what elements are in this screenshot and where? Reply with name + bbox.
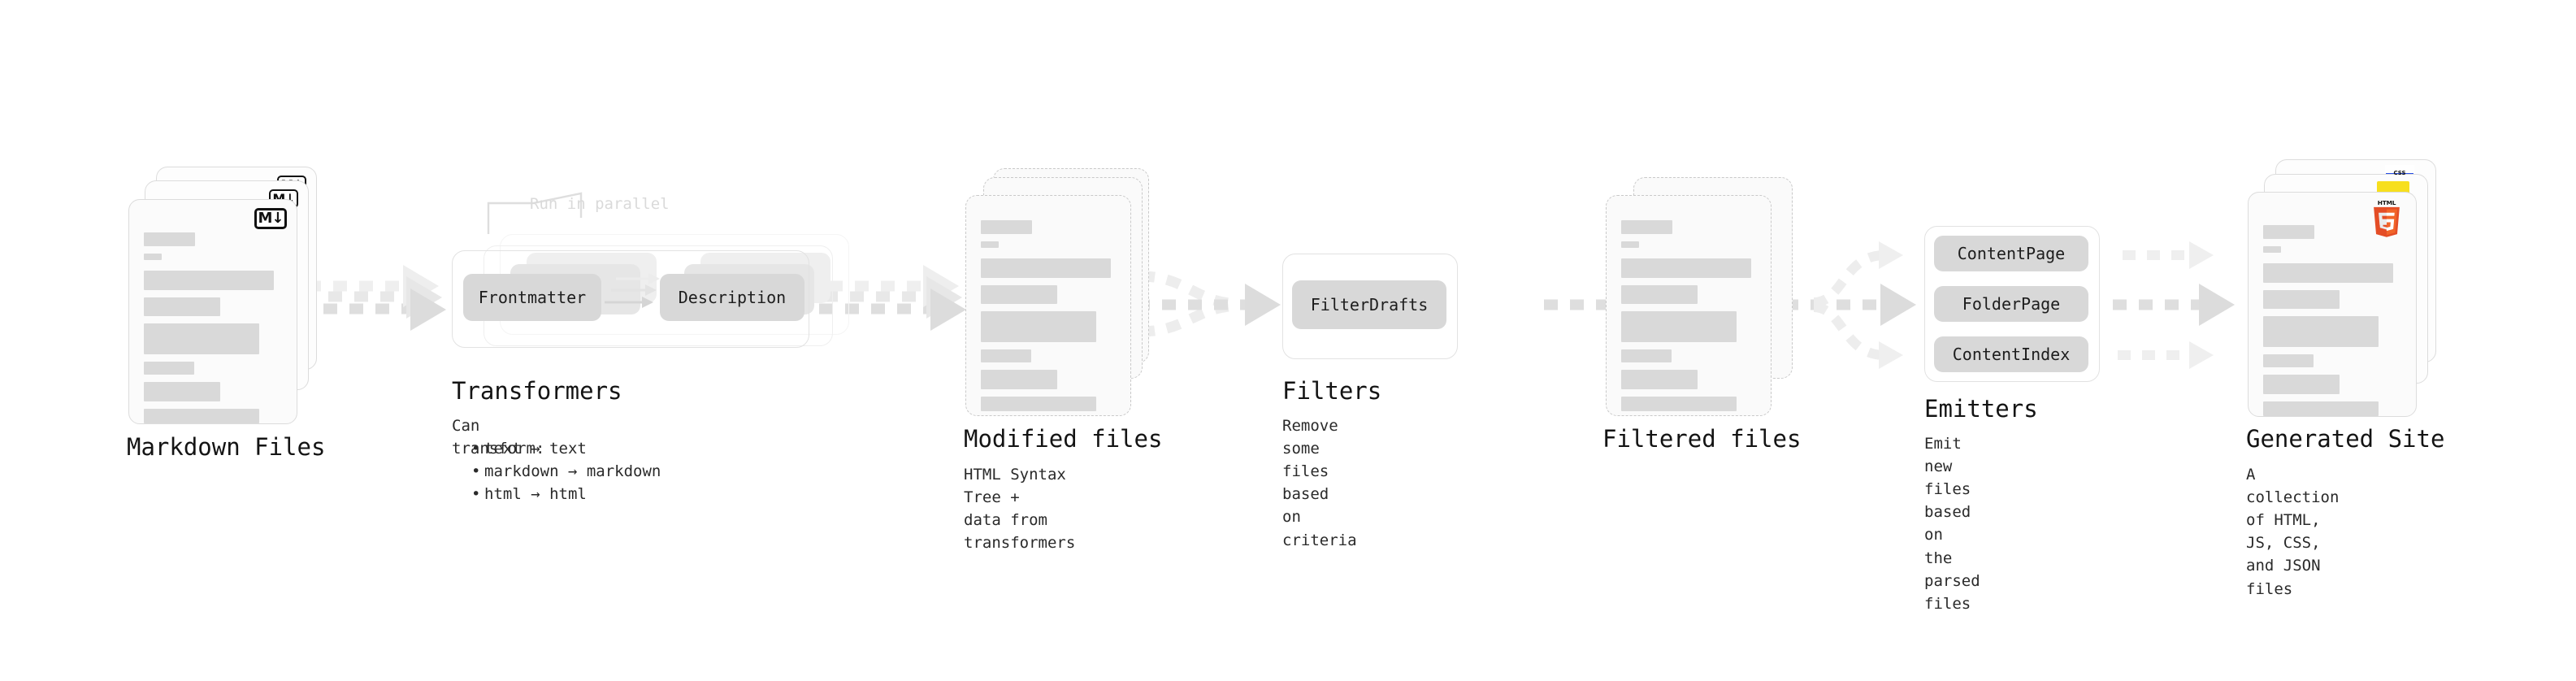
modified-file-card-front[interactable] — [965, 195, 1131, 416]
stage-title-markdown-files: Markdown Files — [127, 433, 326, 461]
stage-title-modified-files: Modified files — [964, 425, 1163, 453]
filters-frame — [1282, 254, 1458, 359]
stage-title-transformers: Transformers — [452, 377, 622, 405]
transformer-pill-description[interactable]: Description — [660, 274, 804, 321]
transformer-pill-frontmatter[interactable]: Frontmatter — [463, 274, 601, 321]
stage-title-filtered-files: Filtered files — [1602, 425, 1802, 453]
svg-text:HTML: HTML — [2378, 201, 2396, 206]
arrow-modified-to-filters — [1136, 271, 1281, 337]
stage-title-emitters: Emitters — [1924, 395, 2038, 423]
filter-pill-filterdrafts[interactable]: FilterDrafts — [1292, 280, 1446, 329]
emitter-pill-folderpage[interactable]: FolderPage — [1934, 286, 2088, 322]
markdown-icon: M↓ — [254, 208, 287, 229]
transformer-bullet-list: text → text markdown → markdown html → h… — [468, 437, 661, 505]
document-skeleton — [2263, 225, 2403, 423]
list-item: html → html — [471, 483, 661, 505]
emitter-pill-contentpage[interactable]: ContentPage — [1934, 236, 2088, 271]
transformer-frame-front — [452, 250, 809, 348]
markdown-file-card-front[interactable]: M↓ — [128, 199, 297, 424]
html5-icon: HTML — [2374, 201, 2400, 237]
arrow-emitters-to-generated — [2113, 241, 2235, 369]
filtered-file-card-front[interactable] — [1606, 195, 1772, 416]
stage-title-filters: Filters — [1282, 377, 1382, 405]
emitters-frame — [1924, 226, 2100, 382]
stage-desc-filters: Remove some files based on criteria — [1282, 417, 1357, 549]
emitter-pill-contentindex[interactable]: ContentIndex — [1934, 336, 2088, 372]
run-in-parallel-annotation: Run in parallel — [530, 195, 670, 213]
stage-desc-emitters: Emit new files based on the parsed files — [1924, 435, 1980, 613]
document-skeleton — [144, 232, 284, 431]
css3-icon: CSS — [2385, 165, 2414, 176]
list-item: markdown → markdown — [471, 460, 661, 483]
arrow-markdown-to-transformers — [297, 265, 446, 331]
list-item: text → text — [471, 437, 661, 460]
generated-site-card-front[interactable]: HTML — [2248, 192, 2417, 417]
stage-desc-generated-site: A collection of HTML, JS, CSS, and JSON … — [2246, 466, 2340, 598]
stage-title-generated-site: Generated Site — [2246, 425, 2445, 453]
stage-desc-modified-files: HTML Syntax Tree + data from transformer… — [964, 466, 1076, 553]
arrow-filtered-to-emitters — [1785, 241, 1916, 369]
document-skeleton — [981, 220, 1117, 419]
document-skeleton — [1621, 220, 1758, 419]
css3-label: CSS — [2393, 170, 2406, 176]
